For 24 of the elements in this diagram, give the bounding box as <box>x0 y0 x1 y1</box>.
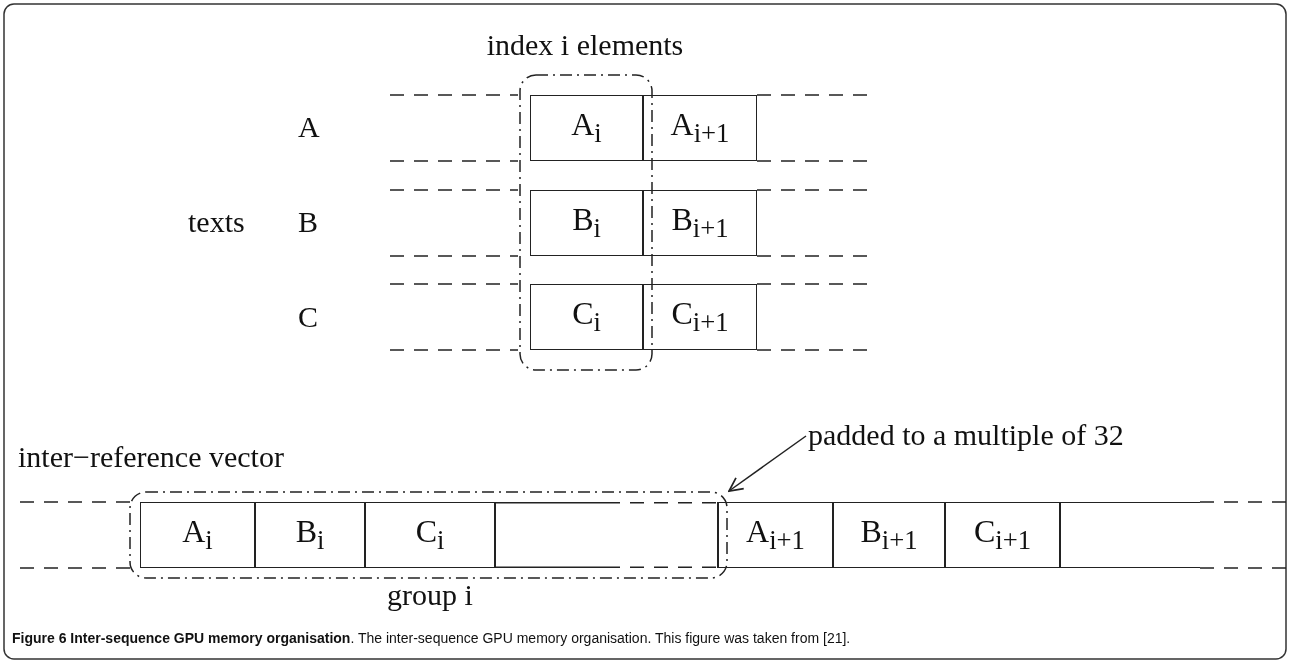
note-text: padded to a multiple of 32 <box>808 418 1124 452</box>
figure-caption: Figure 6 Inter-sequence GPU memory organisation. The inter-sequence GPU memory organisation. This figure was taken from [21]. <box>12 630 851 646</box>
arrow <box>728 435 807 492</box>
row-letter: A <box>298 110 320 144</box>
memory-cell: C$_{i}$ <box>365 502 495 568</box>
row-label: texts <box>188 205 245 239</box>
memory-cell: C$_{i}$ <box>530 284 643 350</box>
memory-cell: A$_{i}$ <box>140 502 255 568</box>
memory-cell: B$_{i+1}$ <box>833 502 945 568</box>
memory-cell: A$_{i+1}$ <box>643 95 757 161</box>
memory-cell: A$_{i}$ <box>530 95 643 161</box>
memory-cell: C$_{i+1}$ <box>643 284 757 350</box>
memory-cell: B$_{i}$ <box>530 190 643 256</box>
group-label: index i elements <box>485 28 685 62</box>
memory-cell: A$_{i+1}$ <box>718 502 833 568</box>
memory-cell <box>495 502 718 568</box>
group-label: group i <box>386 578 474 612</box>
row-label: inter−reference vector <box>18 440 284 474</box>
memory-cell: C$_{i+1}$ <box>945 502 1060 568</box>
memory-cell <box>1060 502 1200 568</box>
row-letter: B <box>298 205 318 239</box>
row-letter: C <box>298 300 318 334</box>
memory-cell: B$_{i}$ <box>255 502 365 568</box>
memory-cell: B$_{i+1}$ <box>643 190 757 256</box>
